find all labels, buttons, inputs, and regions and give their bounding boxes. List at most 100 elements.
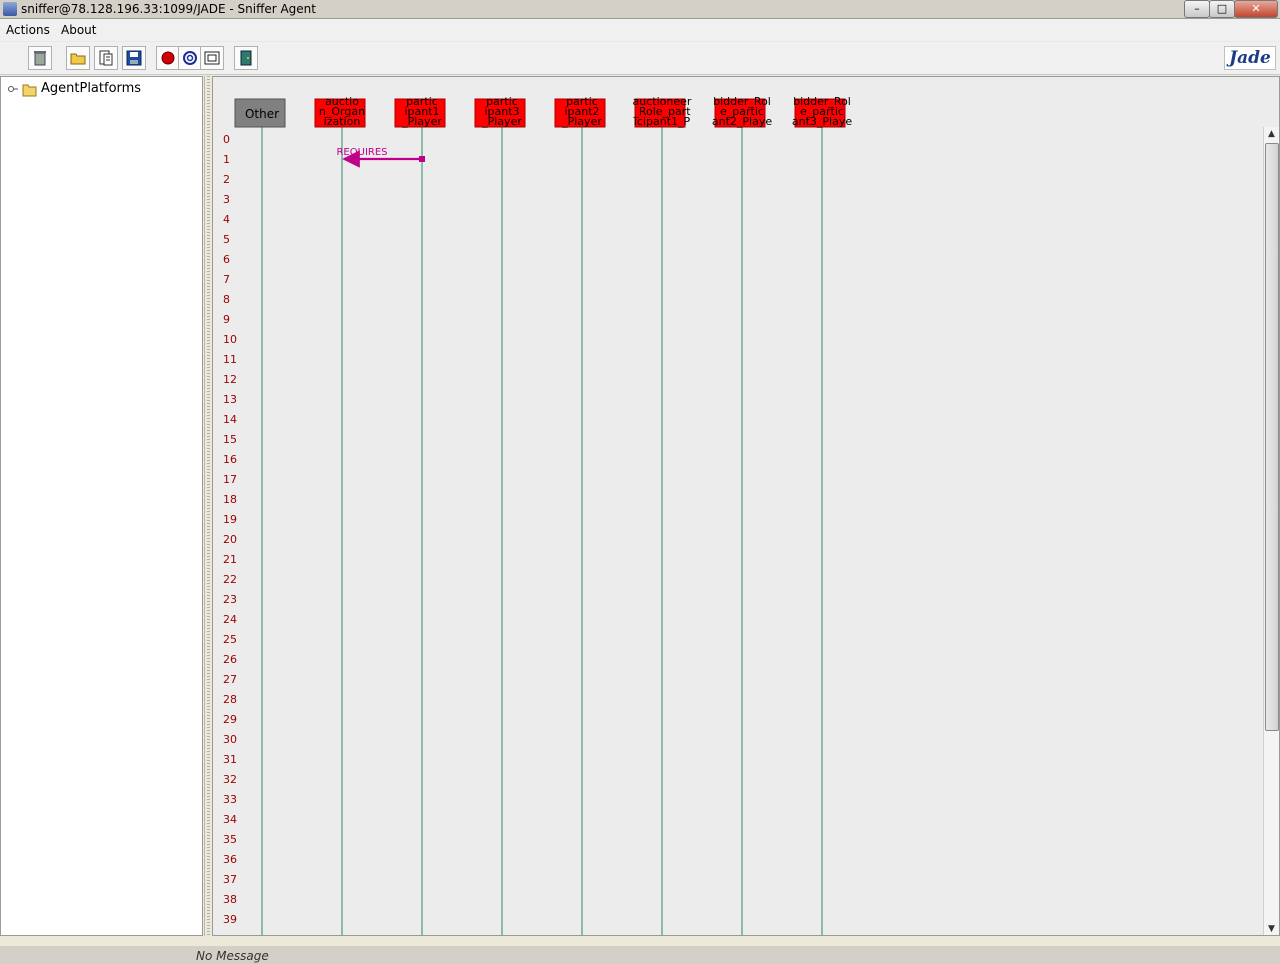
row-number: 35 [223,833,237,846]
maximize-button[interactable]: □ [1209,0,1235,18]
close-button[interactable]: ✕ [1234,0,1278,18]
scroll-up-arrow-icon[interactable]: ▲ [1268,129,1275,139]
row-number: 11 [223,353,237,366]
agent-name-line: bidder_Rol [713,95,771,108]
tree-root-label: AgentPlatforms [41,81,142,96]
save-button[interactable] [122,46,146,70]
row-number: 29 [223,713,237,726]
display-button[interactable] [200,46,224,70]
agent-name-line: e_partic [720,105,764,118]
open-button[interactable] [66,46,90,70]
agent-name-line: ipant3 [484,105,519,118]
floppy-disk-icon [126,50,142,66]
agent-box-rect [554,98,606,128]
agent-name-line: Other [245,107,279,121]
screen-icon [204,51,220,65]
agent-box-rect [234,98,286,128]
agent-box-rect [314,98,366,128]
message-arrow[interactable]: REQUIRES [336,147,425,168]
row-number: 19 [223,513,237,526]
agent-name-line: n_Organ [319,105,365,118]
agent-name-line: bidder_Rol [793,95,851,108]
row-number: 13 [223,393,237,406]
row-number: 0 [223,133,230,146]
status-bar: No Message [0,946,1280,964]
row-number: 27 [223,673,237,686]
record-button[interactable] [156,46,180,70]
row-number: 12 [223,373,237,386]
at-button[interactable] [178,46,202,70]
row-number: 14 [223,413,237,426]
row-number: 39 [223,913,237,926]
menu-about[interactable]: About [61,23,97,37]
agent-name-line: auctio [325,95,359,108]
agent-box-rect [794,98,846,128]
agent-box-rect [634,98,686,128]
agent-name-line: ization [324,115,361,128]
agent-name-line: _Role_part [632,105,691,118]
row-number: 8 [223,293,230,306]
toolbar: Jade [0,42,1280,75]
row-number: 23 [223,593,237,606]
folder-open-icon [70,53,86,65]
status-text: No Message [196,949,269,963]
row-number: 24 [223,613,237,626]
row-number: 6 [223,253,230,266]
document-icon [99,50,113,66]
row-number: 1 [223,153,230,166]
row-number: 36 [223,853,237,866]
row-number: 28 [223,693,237,706]
agent-box-rect [394,98,446,128]
window-title: sniffer@78.128.196.33:1099/JADE - Sniffe… [21,2,316,16]
row-number: 34 [223,813,237,826]
row-number: 26 [223,653,237,666]
row-number: 4 [223,213,230,226]
row-number: 22 [223,573,237,586]
row-number: 7 [223,273,230,286]
agent-tree-panel: AgentPlatforms [0,76,203,936]
app-icon [3,2,17,16]
minimize-button[interactable]: – [1184,0,1210,18]
agent-name-line: auctioneer [633,95,692,108]
row-number: 33 [223,793,237,806]
jade-logo: Jade [1224,46,1276,70]
row-number: 3 [223,193,230,206]
agent-box-rect [714,98,766,128]
row-number: 10 [223,333,237,346]
record-icon [161,51,175,65]
row-number: 5 [223,233,230,246]
row-number: 17 [223,473,237,486]
write-snapshot-button[interactable] [94,46,118,70]
agent-name-line: ant3_Playe [792,115,852,128]
folder-icon [22,84,37,97]
agent-name-line: e_partic [800,105,844,118]
expand-handle-icon[interactable] [8,86,19,92]
row-number: 20 [223,533,237,546]
exit-button[interactable] [234,46,258,70]
scrollbar-thumb[interactable] [1265,143,1279,731]
agent-name-line: partic [566,95,598,108]
agent-box-0[interactable]: Other [234,98,286,128]
menu-actions[interactable]: Actions [6,23,50,37]
panel-splitter[interactable] [204,76,213,936]
row-number: 30 [223,733,237,746]
message-label: REQUIRES [336,147,387,158]
vertical-scrollbar[interactable]: ▲ ▼ [1263,127,1279,935]
menu-bar: Actions About [0,19,1280,41]
scroll-down-arrow-icon[interactable]: ▼ [1268,924,1275,934]
clear-canvas-button[interactable] [28,46,52,70]
agent-name-line: ant2_Playe [712,115,772,128]
agent-name-line: ipant1 [404,105,439,118]
row-number: 9 [223,313,230,326]
agent-box-rect [474,98,526,128]
agent-name-line: icipant1_P [634,115,691,128]
row-number: 21 [223,553,237,566]
